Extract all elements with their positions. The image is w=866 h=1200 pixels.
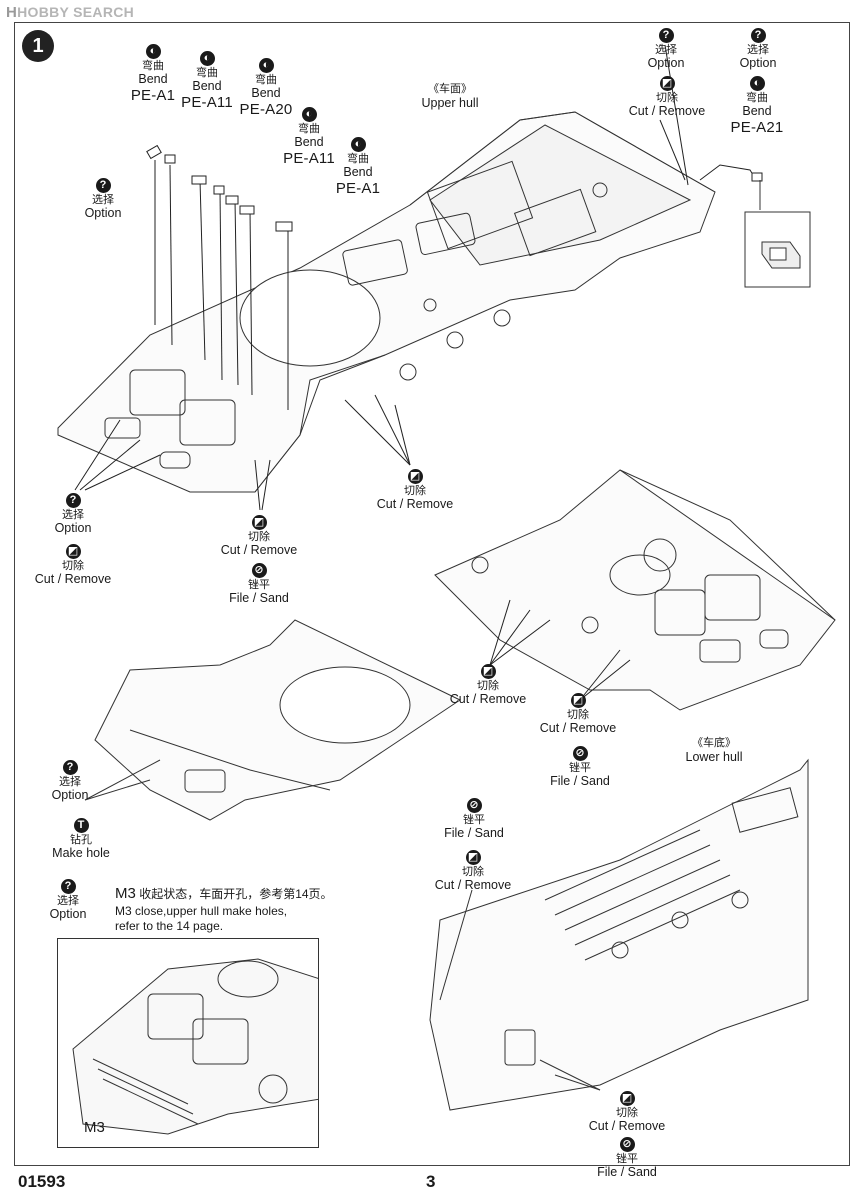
option-label-left-2: ? 选择 Option — [54, 492, 92, 536]
file-icon: ⊘ — [251, 562, 267, 578]
watermark: HHOBBY SEARCH — [6, 4, 135, 21]
bend-icon: ◐ — [350, 136, 366, 152]
option-question-icon: ? — [658, 27, 674, 43]
cut-icon: ◩ — [407, 468, 423, 484]
upper-hull-view-2 — [434, 469, 836, 711]
cut-icon: ◩ — [570, 692, 586, 708]
option-label-left-4: ? 选择 Option — [49, 878, 87, 922]
bend-pe-a11-label: ◐ 弯曲 Bend PE-A11 — [181, 50, 233, 111]
file-sand-label-mid: ⊘ 锉平 File / Sand — [229, 562, 289, 606]
bend-icon: ◐ — [199, 50, 215, 66]
cut-remove-label-center: ◩ 切除 Cut / Remove — [376, 468, 454, 512]
lower-hull-drawing — [429, 758, 809, 1111]
option-question-icon: ? — [60, 878, 76, 894]
bend-pe-a20-label: ◐ 弯曲 Bend PE-A20 — [239, 57, 293, 118]
bend-icon: ◐ — [301, 106, 317, 122]
cut-remove-label-top-right: ◩ 切除 Cut / Remove — [628, 75, 706, 119]
bend-icon: ◐ — [145, 43, 161, 59]
option-label-left-3: ? 选择 Option — [51, 759, 89, 803]
option-question-icon: ? — [95, 177, 111, 193]
option-label-left: ? 选择 Option — [84, 177, 122, 221]
callout-lines-upper — [74, 44, 756, 511]
callout-lines-right — [489, 599, 631, 701]
bend-icon: ◐ — [258, 57, 274, 73]
option-question-icon: ? — [750, 27, 766, 43]
bend-pe-a11-label-2: ◐ 弯曲 Bend PE-A11 — [283, 106, 335, 167]
m3-inset-drawing — [72, 958, 318, 1135]
kit-number: 01593 — [18, 1172, 66, 1191]
bend-pe-a1-label-2: ◐ 弯曲 Bend PE-A1 — [335, 136, 381, 197]
file-sand-label-center-2: ⊘ 锉平 File / Sand — [444, 797, 504, 841]
option-question-icon: ? — [62, 759, 78, 775]
cut-remove-label-left: ◩ 切除 Cut / Remove — [34, 543, 112, 587]
cut-remove-label-right-1: ◩ 切除 Cut / Remove — [449, 663, 527, 707]
option-label-top-right: ? 选择 Option — [647, 27, 685, 71]
cut-icon: ◩ — [619, 1090, 635, 1106]
pe-parts — [146, 144, 763, 232]
bend-icon: ◐ — [749, 75, 765, 91]
file-sand-label-right: ⊘ 锉平 File / Sand — [550, 745, 610, 789]
option-label-far-right: ? 选择 Option — [739, 27, 777, 71]
page-frame — [14, 22, 850, 1166]
file-icon: ⊘ — [572, 745, 588, 761]
upper-hull-drawing — [57, 111, 716, 493]
cut-remove-label-right-2: ◩ 切除 Cut / Remove — [539, 692, 617, 736]
bend-pe-a21-label: ◐ 弯曲 Bend PE-A21 — [730, 75, 784, 136]
m3-inset-detail: M3 — [57, 938, 319, 1148]
drill-icon: T — [73, 817, 89, 833]
cut-icon: ◩ — [480, 663, 496, 679]
option-question-icon: ? — [65, 492, 81, 508]
cut-remove-label-mid: ◩ 切除 Cut / Remove — [220, 514, 298, 558]
pe-a21-detail — [744, 180, 811, 288]
page-number: 3 — [426, 1172, 436, 1191]
bend-pe-a1-label: ◐ 弯曲 Bend PE-A1 — [130, 43, 176, 104]
step-number-badge: 1 — [22, 30, 54, 62]
upper-hull-label: 《车面》 Upper hull — [421, 83, 479, 110]
m3-inset-label: M3 — [84, 1119, 105, 1136]
cut-icon: ◩ — [659, 75, 675, 91]
cut-icon: ◩ — [251, 514, 267, 530]
file-sand-label-bottom: ⊘ 锉平 File / Sand — [597, 1136, 657, 1180]
hull-view-3 — [84, 619, 462, 821]
file-icon: ⊘ — [466, 797, 482, 813]
cut-remove-label-center-2: ◩ 切除 Cut / Remove — [434, 849, 512, 893]
lower-hull-label: 《车底》 Lower hull — [685, 737, 743, 764]
file-icon: ⊘ — [619, 1136, 635, 1152]
cut-remove-label-bottom: ◩ 切除 Cut / Remove — [588, 1090, 666, 1134]
m3-note: M3 收起状态，车面开孔，参考第14页。 M3 close,upper hull… — [115, 885, 333, 934]
make-hole-label: T 钻孔 Make hole — [52, 817, 110, 861]
cut-icon: ◩ — [65, 543, 81, 559]
cut-icon: ◩ — [465, 849, 481, 865]
